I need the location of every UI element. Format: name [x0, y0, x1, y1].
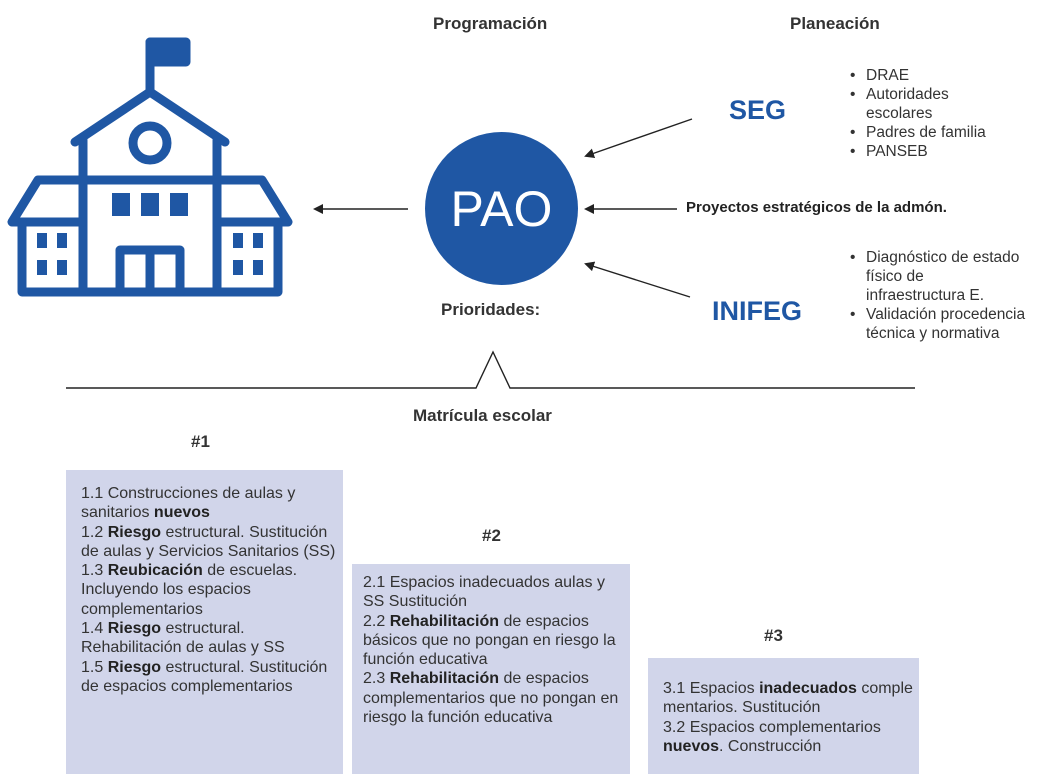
pao-circle: PAO [425, 132, 578, 285]
arrow-inifeg-to-pao [584, 261, 691, 298]
inifeg-list-item: Validación procedencia técnica y normati… [850, 305, 1036, 343]
header-planeacion: Planeación [790, 14, 880, 33]
inifeg-list: Diagnóstico de estado físico de infraest… [850, 248, 1032, 343]
proyectos-label: Proyectos estratégicos de la admón. [686, 199, 947, 216]
priority-box-3: 3.1 Espacios inadecuados comple mentario… [648, 658, 919, 774]
priority-item: 1.5 Riesgo estructural. Sustitución de e… [81, 658, 328, 695]
priority-box-2: 2.1 Espacios inadecuados aulas y SS Sust… [352, 564, 630, 774]
inifeg-label: INIFEG [712, 296, 803, 326]
priority-number: #1 [191, 432, 210, 451]
arrow-seg-to-pao [584, 118, 693, 159]
seg-list-item: Padres de familia [850, 123, 1030, 142]
priority-item: 3.2 Espacios complementarios nuevos. Con… [663, 718, 881, 755]
matricula-label: Matrícula escolar [413, 406, 552, 425]
priority-item: 1.4 Riesgo estructural. Rehabilitación d… [81, 620, 285, 657]
priority-item: 1.1 Construcciones de aulas y sanitarios… [81, 485, 296, 522]
pao-label: PAO [450, 180, 553, 237]
seg-list-item: PANSEB [850, 142, 1030, 161]
inifeg-list-item: Diagnóstico de estado físico de infraest… [850, 248, 1021, 305]
seg-list-item: Autoridades escolares [850, 85, 986, 123]
priority-box-1: 1.1 Construcciones de aulas y sanitarios… [66, 470, 343, 774]
seg-label: SEG [729, 95, 787, 125]
priority-item: 1.3 Reubicación de escuelas. Incluyendo … [81, 562, 298, 618]
prioridades-label: Prioridades: [441, 300, 541, 319]
priority-item: 2.3 Rehabilitación de espacios complemen… [363, 670, 619, 727]
priority-item: 1.2 Riesgo estructural. Sustitución de a… [81, 523, 336, 560]
school-building-icon [7, 37, 293, 297]
priority-number: #3 [764, 626, 783, 645]
priority-item: 2.2 Rehabilitación de espacios básicos q… [363, 612, 616, 669]
priority-number: #2 [482, 526, 501, 545]
matricula-baseline [66, 350, 915, 389]
priority-item: 2.1 Espacios inadecuados aulas y SS Sust… [363, 574, 605, 611]
header-programacion: Programación [433, 14, 548, 33]
priority-item: 3.1 Espacios inadecuados comple mentario… [663, 680, 913, 717]
seg-list-item: DRAE [850, 66, 1030, 85]
seg-list: DRAE Autoridades escolares Padres de fam… [850, 66, 1030, 161]
